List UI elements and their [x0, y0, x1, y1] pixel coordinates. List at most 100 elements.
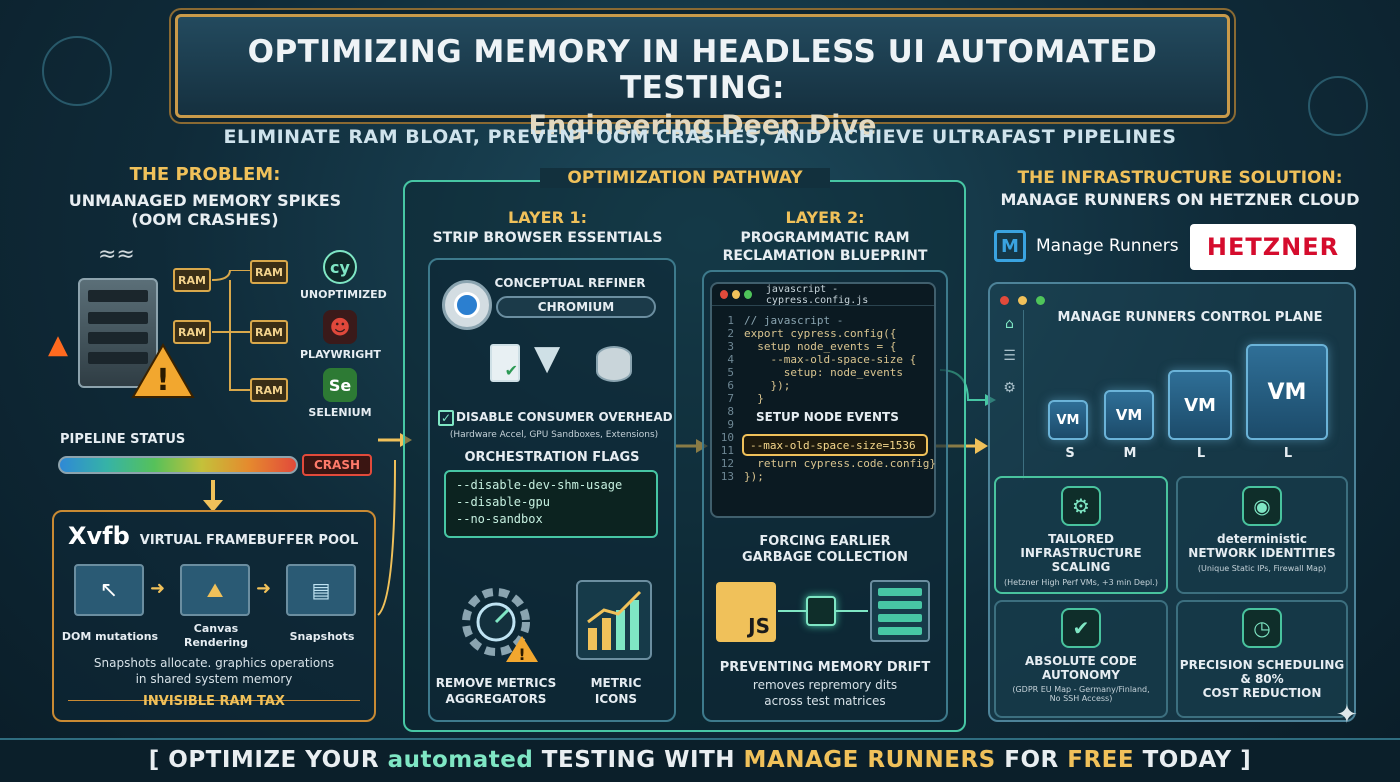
home-icon[interactable]: ⌂	[1005, 316, 1014, 332]
vm-instance[interactable]: VM	[1104, 390, 1154, 440]
ram-chip: RAM	[173, 268, 211, 292]
card-title: AUTONOMY	[1042, 668, 1120, 682]
theater-masks-icon: ☻	[323, 310, 357, 344]
connector-line	[778, 610, 806, 612]
page-title: OPTIMIZING MEMORY IN HEADLESS UI AUTOMAT…	[247, 34, 1158, 106]
window-maximize-dot[interactable]	[1036, 296, 1046, 305]
decorative-ring-left	[42, 36, 112, 106]
code-line: 5 setup: node_events	[727, 366, 903, 379]
divider	[68, 700, 360, 701]
problem-subtitle-1: UNMANAGED MEMORY SPIKES	[68, 191, 342, 210]
vm-instance[interactable]: VM	[1246, 344, 1328, 440]
layer2-subtitle-2: RECLAMATION BLUEPRINT	[722, 248, 928, 264]
metric-icons-label-2: ICONS	[594, 692, 638, 706]
fire-icon: ▲	[48, 330, 68, 360]
cta-highlight: MANAGE RUNNERS	[743, 747, 996, 773]
layer1-title: LAYER 1:	[508, 208, 587, 227]
card-title: ABSOLUTE CODE	[1025, 654, 1137, 668]
sparkle-icon: ✦	[1336, 700, 1358, 730]
card-title: NETWORK IDENTITIES	[1188, 546, 1336, 560]
flag-disable-gpu: --disable-gpu	[456, 495, 550, 509]
tool-label: SELENIUM	[308, 406, 372, 419]
server-rack-icon	[78, 278, 158, 388]
xvfb-desc-1: Snapshots allocate. graphics operations	[93, 656, 335, 670]
control-plane-sidebar: ⌂ ☰ ⚙	[996, 310, 1024, 480]
cta-text[interactable]: [ OPTIMIZE YOUR automated TESTING WITH M…	[0, 747, 1400, 773]
layer2-subtitle-1: PROGRAMMATIC RAM	[740, 230, 910, 246]
bar-chart-icon	[587, 590, 642, 650]
card-title: INFRASTRUCTURE SCALING	[1020, 546, 1142, 574]
ram-chip: RAM	[250, 260, 288, 284]
ram-chip: RAM	[250, 320, 288, 344]
window-minimize-dot[interactable]	[1018, 296, 1028, 305]
card-title: PRECISION SCHEDULING	[1179, 658, 1345, 672]
metric-chart-icon	[576, 580, 652, 660]
cta-part: FOR	[995, 747, 1068, 773]
arrowhead	[975, 438, 988, 454]
menu-icon[interactable]: ☰	[1003, 348, 1016, 364]
code-line: 6 });	[727, 379, 791, 392]
flag-disable-dev-shm: --disable-dev-shm-usage	[456, 478, 623, 492]
window-maximize-dot[interactable]	[743, 290, 752, 299]
vm-size-label: L	[1196, 446, 1206, 461]
vm-size-l: VM L	[1168, 370, 1234, 461]
card-title: COST REDUCTION	[1202, 686, 1322, 700]
problem-section: THE PROBLEM: UNMANAGED MEMORY SPIKES (OO…	[30, 160, 387, 490]
code-window-titlebar: javascript - cypress.config.js	[712, 284, 934, 306]
step-snapshots: Snapshots	[289, 630, 355, 643]
arrow-icon: ➜	[150, 578, 166, 599]
xvfb-header: Xvfb VIRTUAL FRAMEBUFFER POOL	[68, 522, 358, 550]
window-close-dot[interactable]	[720, 290, 728, 299]
gc-label-2: GARBAGE COLLECTION	[741, 550, 908, 565]
metric-icons-label-1: METRIC	[590, 676, 642, 690]
card-precision-scheduling: ◷ PRECISION SCHEDULING & 80% COST REDUCT…	[1176, 600, 1348, 718]
gc-label-1: FORCING EARLIER	[759, 534, 891, 549]
tool-cypress: cy UNOPTIMIZED	[300, 250, 387, 301]
card-title: deterministic	[1217, 532, 1307, 546]
card-title: & 80%	[1240, 672, 1284, 686]
settings-icon[interactable]: ⚙	[1003, 380, 1016, 396]
arrow-icon: ➜	[256, 578, 272, 599]
vm-size-label: L	[1283, 446, 1293, 461]
crash-badge: CRASH	[302, 454, 372, 476]
step-canvas-rendering-2: Rendering	[184, 636, 248, 649]
code-line: 10	[720, 431, 734, 444]
step-canvas-rendering-1: Canvas	[193, 622, 239, 635]
document-check-icon: ✔	[490, 344, 520, 382]
window-minimize-dot[interactable]	[731, 290, 740, 299]
pipeline-status-label: PIPELINE STATUS	[60, 432, 186, 447]
card-code-autonomy: ✔ ABSOLUTE CODE AUTONOMY (GDPR EU Map - …	[994, 600, 1168, 718]
vm-size-label: S	[1065, 446, 1075, 461]
card-title: TAILORED	[1048, 532, 1114, 546]
xvfb-title: VIRTUAL FRAMEBUFFER POOL	[139, 533, 359, 548]
code-editor-window: javascript - cypress.config.js 1// javas…	[710, 282, 936, 518]
xvfb-brand: Xvfb	[68, 522, 130, 550]
hetzner-logo: HETZNER	[1190, 224, 1356, 270]
card-note: (GDPR EU Map - Germany/Finland,	[1012, 685, 1150, 694]
database-gear-icon	[596, 346, 632, 382]
card-network-identities: ◉ deterministic NETWORK IDENTITIES (Uniq…	[1176, 476, 1348, 594]
cta-banner[interactable]: [ OPTIMIZE YOUR automated TESTING WITH M…	[0, 738, 1400, 782]
window-close-dot[interactable]	[1000, 296, 1009, 305]
gauge-gear-icon: !	[462, 588, 538, 664]
cta-highlight: FREE	[1067, 747, 1135, 773]
manage-runners-logo-icon: M	[994, 230, 1026, 262]
tagline: ELIMINATE RAM BLOAT, PREVENT OOM CRASHES…	[223, 126, 1177, 148]
code-line: 9	[727, 418, 734, 431]
flag-no-sandbox: --no-sandbox	[456, 512, 543, 526]
chromium-label: CHROMIUM	[496, 296, 656, 318]
orchestration-flags-title: ORCHESTRATION FLAGS	[464, 450, 640, 465]
gear-icon: ⚙	[1061, 486, 1101, 526]
selenium-logo-icon: Se	[323, 368, 357, 402]
code-line: 11	[720, 444, 734, 457]
solution-title-2: MANAGE RUNNERS ON HETZNER CLOUD	[1000, 190, 1360, 209]
card-note: (Hetzner High Perf VMs, +3 min Depl.)	[1004, 578, 1158, 587]
vm-instance[interactable]: VM	[1168, 370, 1232, 440]
control-plane-titlebar	[990, 284, 1354, 315]
cta-part: [ OPTIMIZE YOUR	[148, 747, 388, 773]
heat-waves-icon: ≈≈	[98, 242, 135, 267]
vm-instance[interactable]: VM	[1048, 400, 1088, 440]
xvfb-desc-2: in shared system memory	[135, 672, 293, 686]
code-line: 7 }	[727, 392, 764, 405]
